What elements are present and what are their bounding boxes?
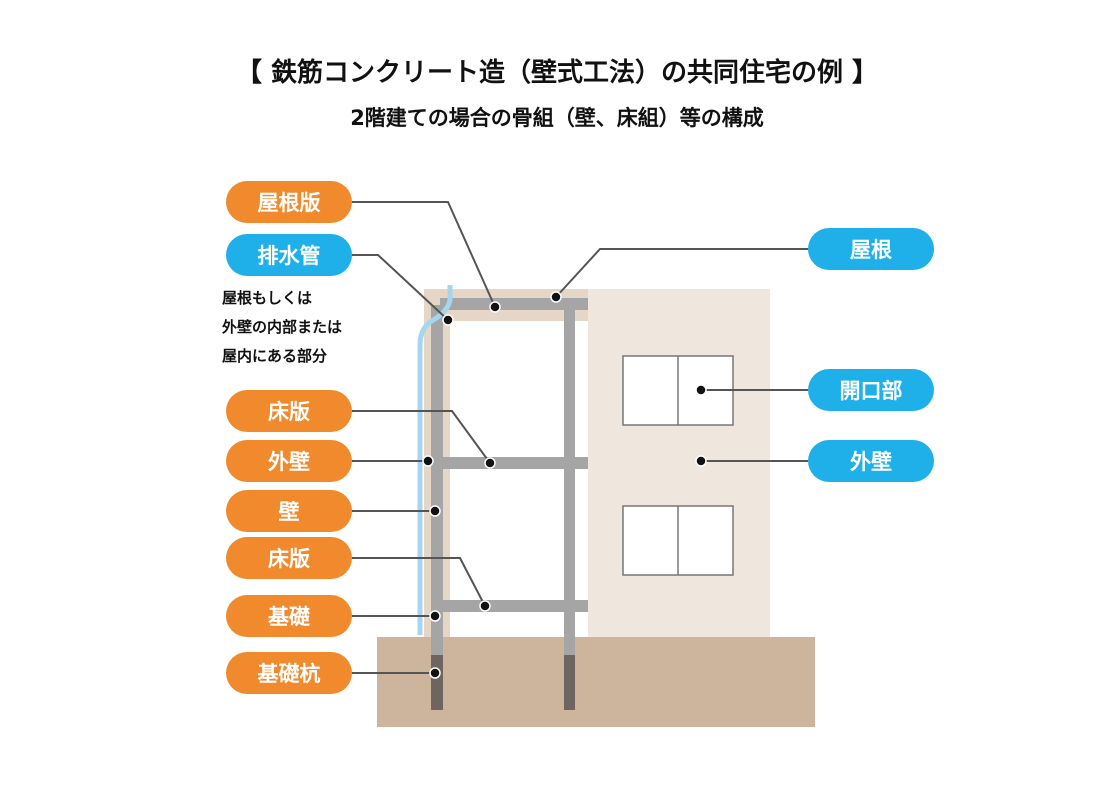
pile-left [431,655,443,710]
label-drain-pipe: 排水管 [226,234,352,276]
note-line: 屋内にある部分 [222,347,328,365]
label-roof: 屋根 [808,228,934,270]
diagram-subtitle: 2階建ての場合の骨組（壁、床組）等の構成 [350,106,764,130]
label-exterior-wall-left: 外壁 [226,440,352,482]
diagram-title: 【 鉄筋コンクリート造（壁式工法）の共同住宅の例 】 [235,58,879,88]
building-wall [588,289,770,637]
label-roof-slab: 屋根版 [226,181,352,223]
label-foundation-pile: 基礎杭 [226,652,352,694]
note-line: 外壁の内部または [222,318,343,336]
leader-lines [352,201,808,674]
label-floor-slab-1: 床版 [226,537,352,579]
label-foundation: 基礎 [226,595,352,637]
floor-slab-2 [443,457,588,469]
pile-right [564,655,575,710]
roof-slab [440,298,588,310]
right-wall [564,305,575,710]
drain-pipe [417,285,453,635]
ground [377,637,815,727]
drain-pipe-note: 屋根もしくは 外壁の内部または 屋内にある部分 [222,284,342,371]
label-wall: 壁 [226,490,352,532]
label-exterior-wall-right: 外壁 [808,440,934,482]
label-floor-slab-2: 床版 [226,390,352,432]
floor-slab-1 [443,600,588,612]
marker-dots [422,291,707,679]
label-opening: 開口部 [808,369,934,411]
note-line: 屋根もしくは [222,289,313,307]
window-lower [622,505,734,576]
